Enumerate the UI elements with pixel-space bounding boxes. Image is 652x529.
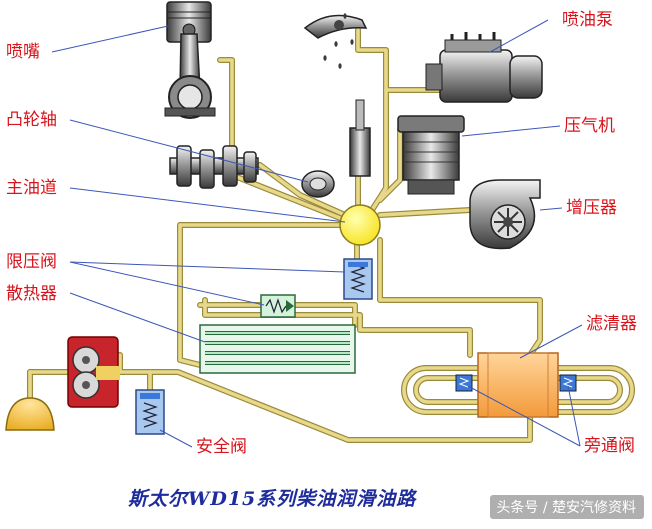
main-gallery-icon: [339, 204, 381, 246]
camshaft-icon: [169, 145, 259, 189]
pressure-limit-valve-icon: [343, 258, 373, 300]
label-turbocharger: 增压器: [566, 198, 617, 218]
bypass-valve-icon: [455, 374, 577, 392]
leader-lines: [51, 19, 583, 448]
label-radiator: 散热器: [6, 284, 57, 304]
diagram-title: 斯太尔WD15系列柴油润滑油路: [128, 488, 417, 510]
piston-rod-icon: [164, 1, 216, 119]
filter-icon: [477, 352, 559, 418]
compressor-icon: [397, 115, 465, 195]
label-filter: 滤清器: [586, 314, 637, 334]
label-compressor: 压气机: [564, 116, 615, 136]
label-safety-valve: 安全阀: [196, 437, 247, 457]
label-bypass-valve: 旁通阀: [584, 436, 635, 456]
safety-valve-icon: [135, 389, 165, 435]
watermark: 头条号 / 楚安汽修资料: [490, 495, 644, 519]
label-main-gallery: 主油道: [6, 178, 57, 198]
label-camshaft: 凸轮轴: [6, 110, 57, 130]
radiator-valve-icon: [260, 294, 296, 318]
rocker-arm-icon: [301, 13, 371, 198]
radiator-icon: [199, 324, 356, 374]
injection-pump-icon: [425, 32, 543, 103]
label-injection-pump: 喷油泵: [562, 10, 613, 30]
turbocharger-icon: [469, 179, 541, 250]
label-pressure-limit-valve: 限压阀: [6, 252, 57, 272]
label-nozzle: 喷嘴: [6, 42, 40, 62]
oil-pump-icon: [67, 336, 120, 408]
oil-strainer-icon: [5, 397, 55, 431]
